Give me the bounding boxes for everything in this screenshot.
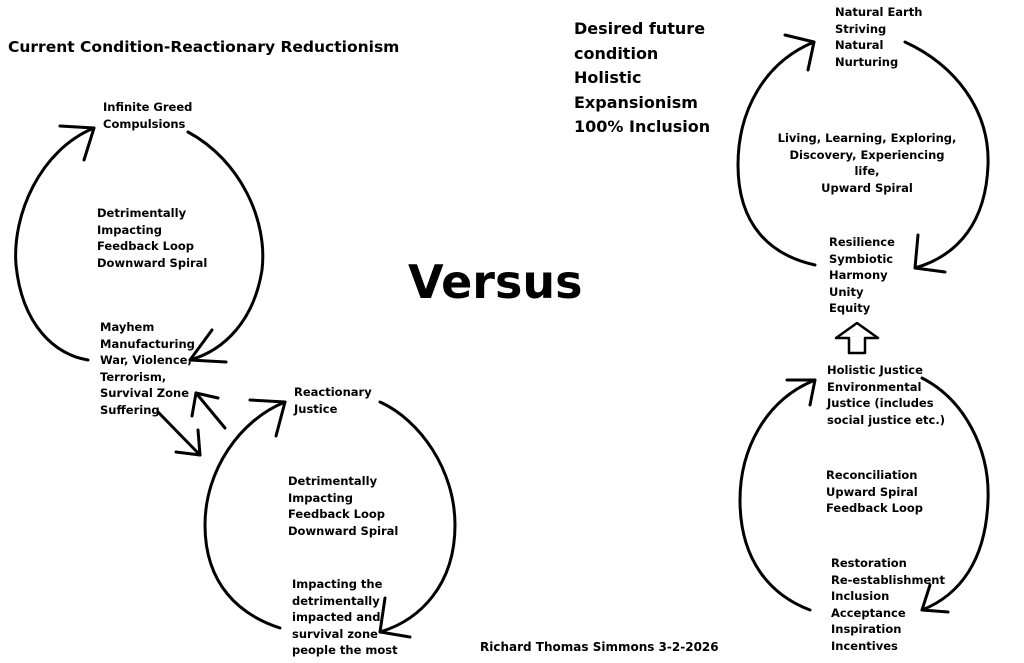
loop3-bottom-label: Resilience Symbiotic Harmony Unity Equit… [829,235,895,315]
loop1-left-arc [14,126,96,362]
connector-down-arrowhead [174,428,202,457]
loop4-top-label: Holistic Justice Environmental Justice (… [827,363,945,427]
loop1-bottom-arrowhead [188,328,228,364]
loop1-center-label: Detrimentally Impacting Feedback Loop Do… [97,206,208,270]
connector-up-arrowhead [190,391,220,418]
loop3-top-label: Natural Earth Striving Natural Nurturing [835,5,923,69]
loop4-top-arrowhead [785,378,817,407]
author-credit: Richard Thomas Simmons 3-2-2026 [480,640,719,654]
loop1-top-arrowhead [58,124,96,162]
loop3-right-arc [903,40,990,270]
loop4-center-label: Reconciliation Upward Spiral Feedback Lo… [826,468,924,515]
loop1-bottom-label: Mayhem Manufacturing War, Violence, Terr… [100,320,195,417]
loop2-left-arc [203,400,287,630]
loop3-bottom-arrowhead [913,233,947,274]
future-title: Desired future condition Holistic Expans… [574,19,711,136]
loop2-top-arrowhead [248,398,287,438]
loop4-left-arc [738,378,817,612]
loop2-right-arc [378,400,457,634]
versus-label: Versus [408,255,583,309]
loop3-center-label: Living, Learning, Exploring, Discovery, … [777,131,957,195]
loop2-center-label: Detrimentally Impacting Feedback Loop Do… [288,474,399,538]
hollow-up-arrow [834,321,880,355]
loop2-bottom-arrowhead [378,596,412,639]
loop2-top-label: Reactionary Justice [294,385,372,416]
loop3-left-arc [736,40,817,267]
connector-up-arrow [194,391,227,430]
loop4-bottom-label: Restoration Re-establishment Inclusion A… [831,556,945,653]
left-title: Current Condition-Reactionary Reductioni… [8,38,400,56]
loop1-top-label: Infinite Greed Compulsions [103,100,193,131]
loop2-bottom-label: Impacting the detrimentally impacted and… [292,577,398,657]
loop3-top-arrowhead [783,33,816,72]
loop4-right-arc [920,376,990,612]
connector-down-arrow [156,410,202,457]
loop1-right-arc [186,130,265,362]
loop4-bottom-arrowhead [920,583,950,614]
